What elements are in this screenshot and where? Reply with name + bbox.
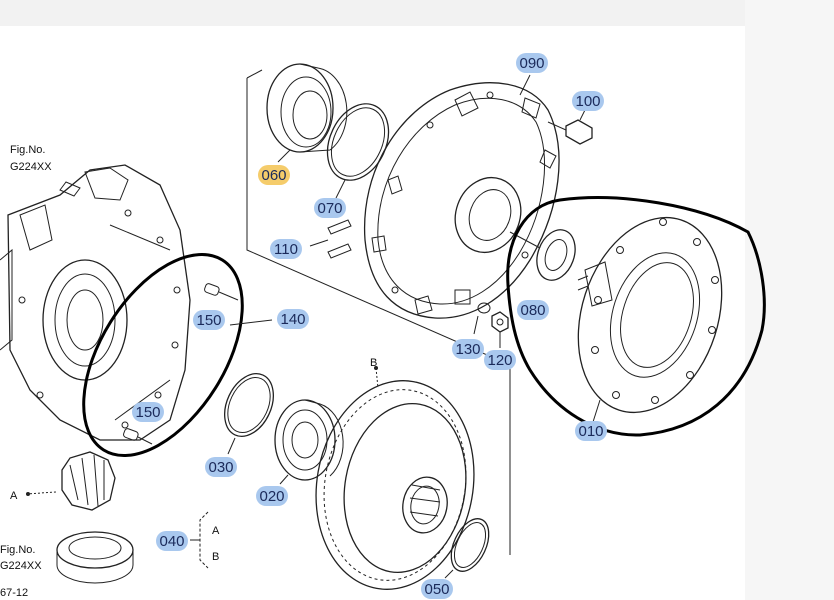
- leader-090: [519, 74, 531, 96]
- sheet-code: 67-12: [0, 587, 28, 599]
- nut-120: [491, 311, 509, 348]
- pinion-gear: [61, 451, 116, 511]
- callout-layer: 090 100 060 070 110 150 140 080 130 120 150 030 020 0…: [132, 53, 607, 599]
- cover-housing: [363, 82, 560, 319]
- callout-100[interactable]: 100: [572, 91, 604, 111]
- callout-020[interactable]: 020: [256, 486, 288, 506]
- callout-label: 150: [135, 404, 160, 421]
- callout-010[interactable]: 010: [575, 421, 607, 441]
- callout-pill-bg: [156, 531, 188, 551]
- callout-label: 120: [487, 352, 512, 369]
- callout-pill-bg: [193, 310, 225, 330]
- callout-110[interactable]: 110: [270, 239, 302, 259]
- callout-label: 110: [274, 241, 298, 258]
- callout-pill-bg: [270, 239, 302, 259]
- drawing-sheet: [0, 26, 745, 600]
- output-flange: [577, 216, 723, 414]
- callout-pill-bg: [314, 198, 346, 218]
- stud-bolts-110: [309, 219, 352, 259]
- bearing-060: [266, 63, 348, 153]
- callout-label: 100: [575, 93, 600, 110]
- callout-pill-bg: [452, 339, 484, 359]
- flange-highlight-outline: [506, 196, 766, 437]
- callout-120[interactable]: 120: [484, 350, 516, 370]
- fig-ref-label-top: Fig.No.: [10, 144, 45, 156]
- callout-label: 040: [159, 533, 184, 550]
- dowel-pin-upper: [204, 283, 239, 301]
- leader-070: [335, 179, 346, 199]
- right-margin-band: [745, 0, 834, 600]
- callout-label: 080: [520, 302, 545, 319]
- callout-label: 140: [280, 311, 305, 328]
- callout-pill-bg: [277, 309, 309, 329]
- top-margin-band: [0, 0, 834, 26]
- gasket-highlight-outline: [82, 252, 244, 458]
- bearing-020: [274, 399, 344, 485]
- marker-a-leader: [25, 491, 57, 495]
- callout-pill-bg: [258, 165, 290, 185]
- marker-a-dot: [26, 492, 30, 496]
- callout-140[interactable]: 140: [277, 309, 309, 329]
- callout-030[interactable]: 030: [205, 457, 237, 477]
- callout-pill-bg: [205, 457, 237, 477]
- leader-060: [277, 149, 291, 163]
- callout-label: 060: [261, 167, 286, 184]
- callout-150b[interactable]: 150: [132, 402, 164, 422]
- leader-010: [592, 399, 601, 423]
- callout-060[interactable]: 060: [258, 165, 290, 185]
- callout-pill-bg: [421, 579, 453, 599]
- callout-090[interactable]: 090: [516, 53, 548, 73]
- group-marker-b: B: [212, 551, 219, 563]
- callout-label: 090: [519, 55, 544, 72]
- bolt-100: [547, 119, 593, 145]
- assembly-frame-lines: [246, 69, 511, 555]
- callout-label: 010: [578, 423, 603, 440]
- marker-a: A: [10, 490, 18, 502]
- fig-ref-label-bottom: Fig.No.: [0, 544, 35, 556]
- callout-pill-bg: [572, 91, 604, 111]
- callout-label: 150: [196, 312, 221, 329]
- leader-140: [229, 319, 273, 326]
- callout-label: 030: [208, 459, 233, 476]
- callout-label: 020: [259, 488, 284, 505]
- callout-pill-bg: [132, 402, 164, 422]
- bottom-bearing: [56, 531, 134, 584]
- callout-pill-bg: [516, 53, 548, 73]
- callout-label: 050: [424, 581, 449, 598]
- fig-ref-code-top: G224XX: [10, 161, 52, 173]
- callout-pill-bg: [256, 486, 288, 506]
- callout-040[interactable]: 040: [156, 531, 188, 551]
- callout-050[interactable]: 050: [421, 579, 453, 599]
- callout-070[interactable]: 070: [314, 198, 346, 218]
- callout-label: 070: [317, 200, 342, 217]
- callout-080[interactable]: 080: [517, 300, 549, 320]
- group-bracket-040: [190, 511, 209, 569]
- leader-100: [579, 109, 586, 121]
- callout-label: 130: [455, 341, 480, 358]
- washer-130: [473, 302, 491, 335]
- group-marker-a: A: [212, 525, 220, 537]
- marker-b-dot: [374, 366, 378, 370]
- callout-pill-bg: [517, 300, 549, 320]
- snap-ring-050: [444, 518, 490, 579]
- marker-b: B: [370, 357, 377, 369]
- o-ring-030: [224, 373, 274, 455]
- callout-150a[interactable]: 150: [193, 310, 225, 330]
- callout-130[interactable]: 130: [452, 339, 484, 359]
- fig-ref-code-bottom: G224XX: [0, 560, 42, 572]
- o-ring-070: [326, 103, 390, 181]
- callout-pill-bg: [484, 350, 516, 370]
- marker-b-leader: [375, 367, 379, 389]
- callout-pill-bg: [575, 421, 607, 441]
- ring-gear: [315, 380, 475, 590]
- dowel-pin-lower: [123, 428, 153, 445]
